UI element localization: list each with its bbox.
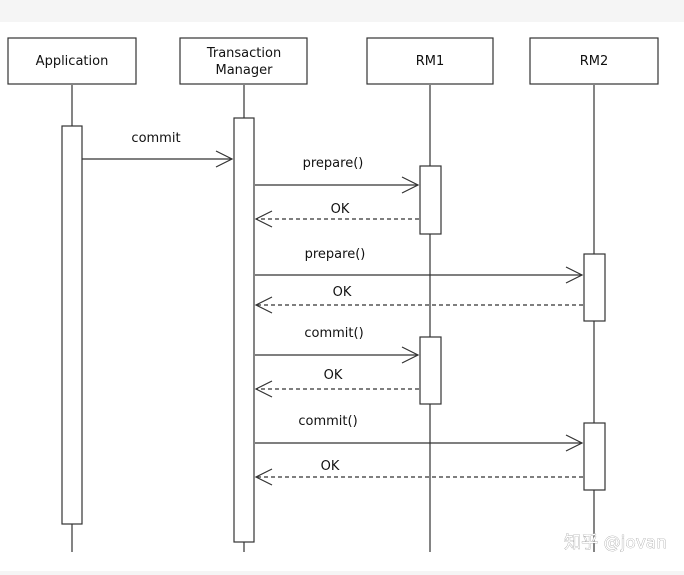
- message-8: commit(): [255, 414, 584, 452]
- message-6-label: commit(): [304, 326, 363, 341]
- message-8-label: commit(): [298, 414, 357, 429]
- activation-rm1-prepare: [419, 165, 442, 235]
- activation-rm1-commit: [419, 336, 442, 405]
- participant-transaction-manager: Transaction Manager: [179, 37, 308, 85]
- message-4-label: prepare(): [305, 247, 366, 262]
- message-2: prepare(): [255, 156, 420, 194]
- diagram-canvas: [0, 22, 684, 571]
- message-7: OK: [254, 368, 419, 398]
- message-2-label: prepare(): [303, 156, 364, 171]
- message-9-label: OK: [321, 459, 340, 474]
- participant-rm1-label: RM1: [416, 54, 445, 69]
- message-4: prepare(): [255, 247, 584, 284]
- participant-rm2-label: RM2: [580, 54, 609, 69]
- message-3: OK: [254, 202, 419, 228]
- message-1: commit: [82, 131, 234, 168]
- message-6: commit(): [255, 326, 420, 364]
- activation-transaction-manager: [233, 117, 255, 543]
- participant-application-label: Application: [36, 54, 109, 69]
- participant-rm1: RM1: [366, 37, 494, 85]
- activation-rm2-prepare: [583, 253, 606, 322]
- activation-application: [61, 125, 83, 525]
- message-9: OK: [254, 459, 583, 486]
- message-5: OK: [254, 285, 583, 314]
- watermark-text: 知乎 @jovan: [564, 533, 667, 553]
- participant-transaction-manager-label-line2: Manager: [216, 63, 274, 78]
- participant-transaction-manager-label-line1: Transaction: [206, 46, 281, 61]
- message-5-label: OK: [333, 285, 352, 300]
- activation-rm2-commit: [583, 422, 606, 491]
- message-1-label: commit: [131, 131, 180, 146]
- participant-rm2: RM2: [529, 37, 659, 85]
- message-3-label: OK: [331, 202, 350, 217]
- message-7-label: OK: [324, 368, 343, 383]
- participant-application: Application: [7, 37, 137, 85]
